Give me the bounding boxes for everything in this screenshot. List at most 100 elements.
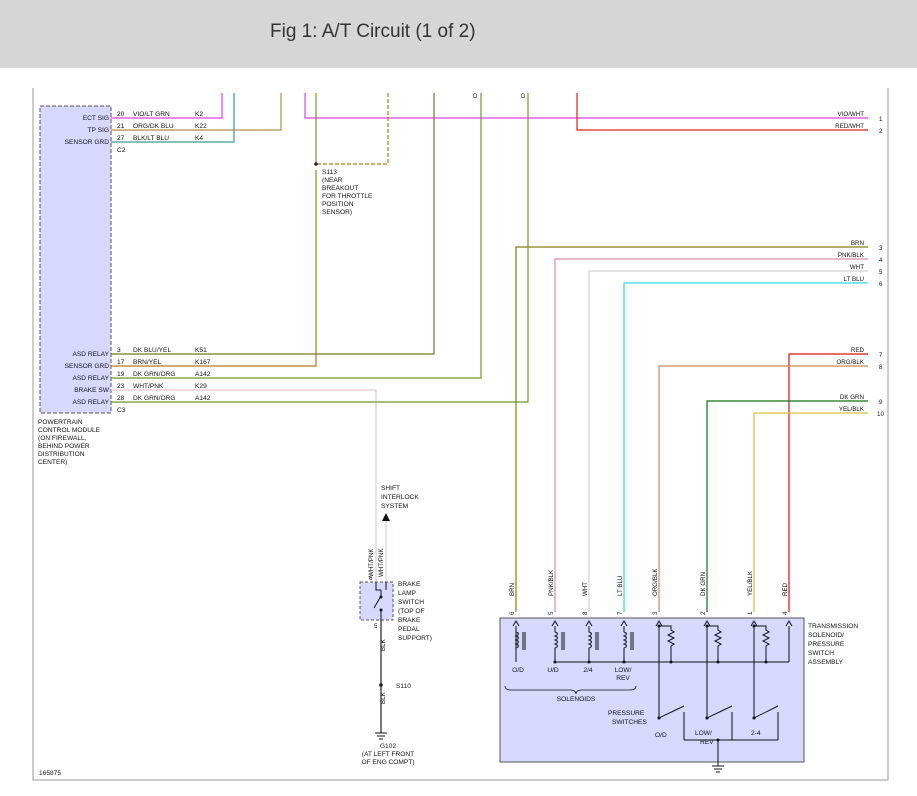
pcm-signal-labels: ECT SIG TP SIG SENSOR GRD ASD RELAY SENS… [65, 115, 110, 406]
pcm-pin-labels: 20 VIO/LT GRN K2 21 ORG/DK BLU K22 27 BL… [117, 111, 211, 414]
wire-dashed-s113 [316, 93, 389, 165]
brake-switch-label: BRAKE LAMP SWITCH (TOP OF BRAKE PEDAL SU… [398, 581, 432, 642]
assembly-label-line: TRANSMISSION [808, 623, 858, 630]
junction-dot [657, 624, 661, 628]
solenoid-label: REV [616, 675, 630, 682]
wire-number: 3 [879, 245, 883, 252]
brake-switch-label-line: BRAKE [398, 581, 421, 588]
solenoid-labels: O/D U/D 2/4 LOW/ REV [512, 667, 631, 682]
brake-switch-pin: 6 [369, 575, 373, 582]
wire-org-blk [658, 365, 868, 612]
pressure-switch-label: LOW/ [695, 730, 712, 737]
brake-switch-label-line: PEDAL [398, 626, 420, 633]
wire-dk-grn-org [111, 93, 482, 379]
splice-s113-dot [314, 162, 318, 166]
connector-chevron-icon [785, 620, 793, 627]
trans-pin: 2 [700, 611, 707, 615]
wire-color-label: DK GRN/ORG [133, 395, 176, 402]
pcm-signal-ect-sig: ECT SIG [83, 115, 109, 122]
wire-vio-lt-grn [111, 93, 223, 119]
circuit-label: K2 [195, 111, 203, 118]
pcm-signal-tp-sig: TP SIG [88, 127, 110, 134]
wire-color-label: VIO/LT GRN [133, 111, 170, 118]
connector-chevron-icon [551, 620, 559, 627]
connector-chevron-icon [585, 620, 593, 627]
trans-wire-label: LT BLU [617, 576, 624, 596]
brake-switch-link [375, 582, 387, 591]
wire-label: ORG/BLK [836, 359, 864, 366]
pcm-signal-asd-relay: ASD RELAY [72, 351, 109, 358]
pcm-signal-brake-sw: BRAKE SW [74, 387, 110, 394]
pcm-pin: 20 [117, 111, 125, 118]
diagram-frame [32, 88, 889, 781]
junction-dot [705, 716, 709, 720]
trans-pin: 5 [548, 611, 555, 615]
wire-org-dk-blu [111, 93, 282, 131]
connector-chevron-icon [703, 620, 711, 627]
pcm-signal-asd-relay: ASD RELAY [72, 375, 109, 382]
trans-wire-label: WHT [582, 582, 589, 596]
right-wire-labels: VIO/WHT 1 RED/WHT 2 BRN 3 PNK/BLK 4 WHT … [835, 111, 884, 418]
pcm-pin: 23 [117, 383, 125, 390]
solenoid-label: U/D [547, 667, 559, 674]
wire-label-blk: BLK [380, 691, 387, 704]
pcm-caption-line: DISTRIBUTION [38, 451, 85, 458]
pressure-resistors [515, 625, 790, 712]
s113-label-line: SENSOR) [322, 209, 352, 216]
s113-label-line: (NEAR [322, 177, 343, 184]
wire-label-wht-pnk: WHT/PNK [368, 548, 375, 577]
shift-interlock-label: SHIFT INTERLOCK SYSTEM [381, 485, 419, 510]
splice-s110-dot [379, 683, 383, 687]
pcm-signal-sensor-grd: SENSOR GRD [65, 363, 110, 370]
solenoid-label: O/D [512, 667, 524, 674]
solenoid-core [561, 632, 565, 650]
wire-label: YEL/BLK [839, 406, 865, 413]
wire-dk-grn [706, 400, 868, 612]
brake-switch-terminal [379, 608, 383, 612]
trans-pin: 6 [509, 611, 516, 615]
junction-dot [622, 660, 626, 664]
transmission-wire-labels: BRN 6 PNK/BLK 5 WHT 8 LT BLU 7 ORG/BLK 3… [509, 568, 789, 615]
pcm-caption-line: BEHIND POWER [38, 443, 90, 450]
ground-g102-label: G102 (AT LEFT FRONT OF ENG COMPT) [361, 743, 414, 766]
solenoids-bracket [504, 685, 637, 695]
pcm-pin: 27 [117, 135, 125, 142]
solenoid-core [595, 632, 599, 650]
pcm-caption: POWERTRAIN CONTROL MODULE (ON FIREWALL, … [38, 419, 101, 466]
solenoid-core [522, 632, 526, 650]
pressure-switch-labels: PRESSURE SWITCHES O/D LOW/ REV 2-4 [608, 710, 761, 746]
wire-yel-blk [753, 412, 868, 612]
assembly-label-line: SWITCH [808, 650, 834, 657]
wire-label: PNK/BLK [838, 252, 865, 259]
wire-number: 8 [879, 364, 883, 371]
ground-label-line: (AT LEFT FRONT [362, 751, 414, 758]
wire-pnk-blk [554, 258, 868, 612]
trans-wire-label: PNK/BLK [548, 569, 555, 596]
s113-label: S113 (NEAR BREAKOUT FOR THROTTLE POSITIO… [322, 169, 373, 216]
trans-wire-label: RED [782, 582, 789, 596]
wire-label: LT BLU [844, 276, 864, 283]
circuit-label: A142 [195, 395, 211, 402]
connector-chevron-icon [512, 620, 520, 627]
wire-number: 6 [879, 281, 883, 288]
connector-chevron-icon [620, 620, 628, 627]
wire-color-label: BRN/YEL [133, 359, 162, 366]
shift-interlock-line: INTERLOCK [381, 494, 419, 501]
trans-wire-label: DK GRN [700, 572, 707, 596]
pcm-pin: 28 [117, 395, 125, 402]
solenoid-label: LOW/ [615, 667, 632, 674]
circuit-label: A142 [195, 371, 211, 378]
s113-label-line: BREAKOUT [322, 185, 358, 192]
wire-label: RED/WHT [835, 123, 864, 130]
brake-switch-pin: 5 [374, 623, 378, 630]
s113-label-line: S113 [322, 169, 337, 176]
wire-lt-blu [623, 282, 868, 612]
wire-number: 1 [879, 116, 883, 123]
junction-dot [752, 716, 756, 720]
pcm-pin: 3 [117, 347, 121, 354]
wire-brn-yel [111, 170, 317, 367]
wire-number: 9 [879, 399, 883, 406]
pcm-caption-line: POWERTRAIN [38, 419, 83, 426]
trans-pin: 8 [582, 611, 589, 615]
brake-switch-label-line: (TOP OF [398, 608, 425, 615]
